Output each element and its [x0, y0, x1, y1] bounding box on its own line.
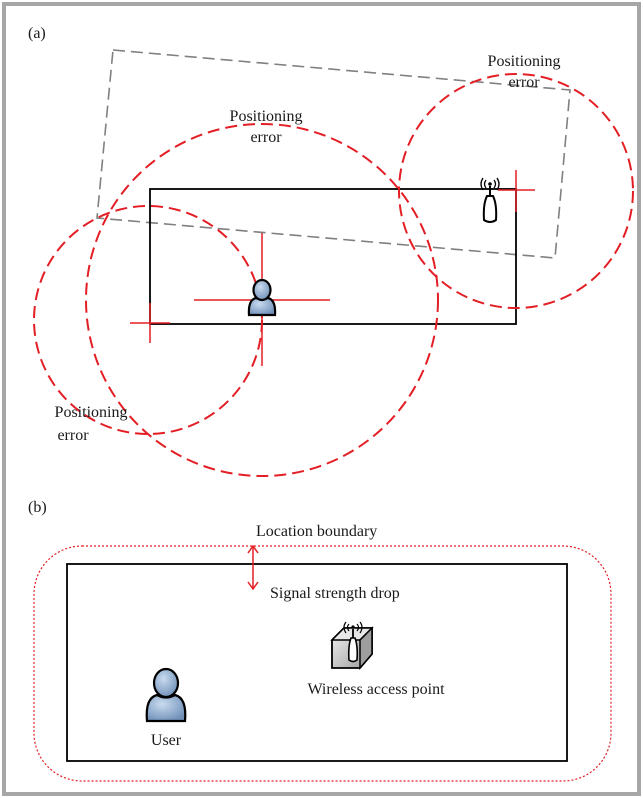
crosshair-top-right — [498, 170, 535, 212]
estimated-region-dashed-rect — [96, 49, 571, 259]
actual-room-rect — [149, 188, 517, 325]
error-circle-top-right — [398, 73, 634, 309]
error-label-top-right-line2: error — [508, 74, 540, 91]
panel-b: (b) Location boundary Signal strength dr… — [28, 499, 612, 782]
error-label-bottom-left-line1: Positioning — [55, 404, 128, 421]
location-boundary-label: Location boundary — [256, 523, 377, 540]
user-icon-large — [145, 667, 187, 723]
access-point-label: Wireless access point — [307, 681, 445, 698]
router-box-icon — [330, 621, 374, 671]
room-rect — [66, 563, 568, 762]
user-label: User — [151, 732, 182, 749]
error-label-top-right-line1: Positioning — [488, 53, 561, 70]
signal-drop-label: Signal strength drop — [270, 585, 400, 602]
error-label-bottom-left-line2: error — [57, 427, 89, 444]
panel-b-label: (b) — [28, 499, 47, 516]
error-circle-middle — [85, 123, 439, 477]
location-boundary — [33, 545, 612, 782]
panel-a-label: (a) — [28, 25, 46, 42]
error-label-middle-line2: error — [250, 129, 282, 146]
wireless-access-point-icon — [480, 177, 500, 223]
user-icon — [247, 278, 277, 317]
error-label-middle-line1: Positioning — [230, 108, 303, 125]
signal-drop-arrow — [247, 544, 259, 591]
panel-a: (a) — [28, 25, 634, 477]
crosshair-bottom-left — [130, 303, 170, 343]
